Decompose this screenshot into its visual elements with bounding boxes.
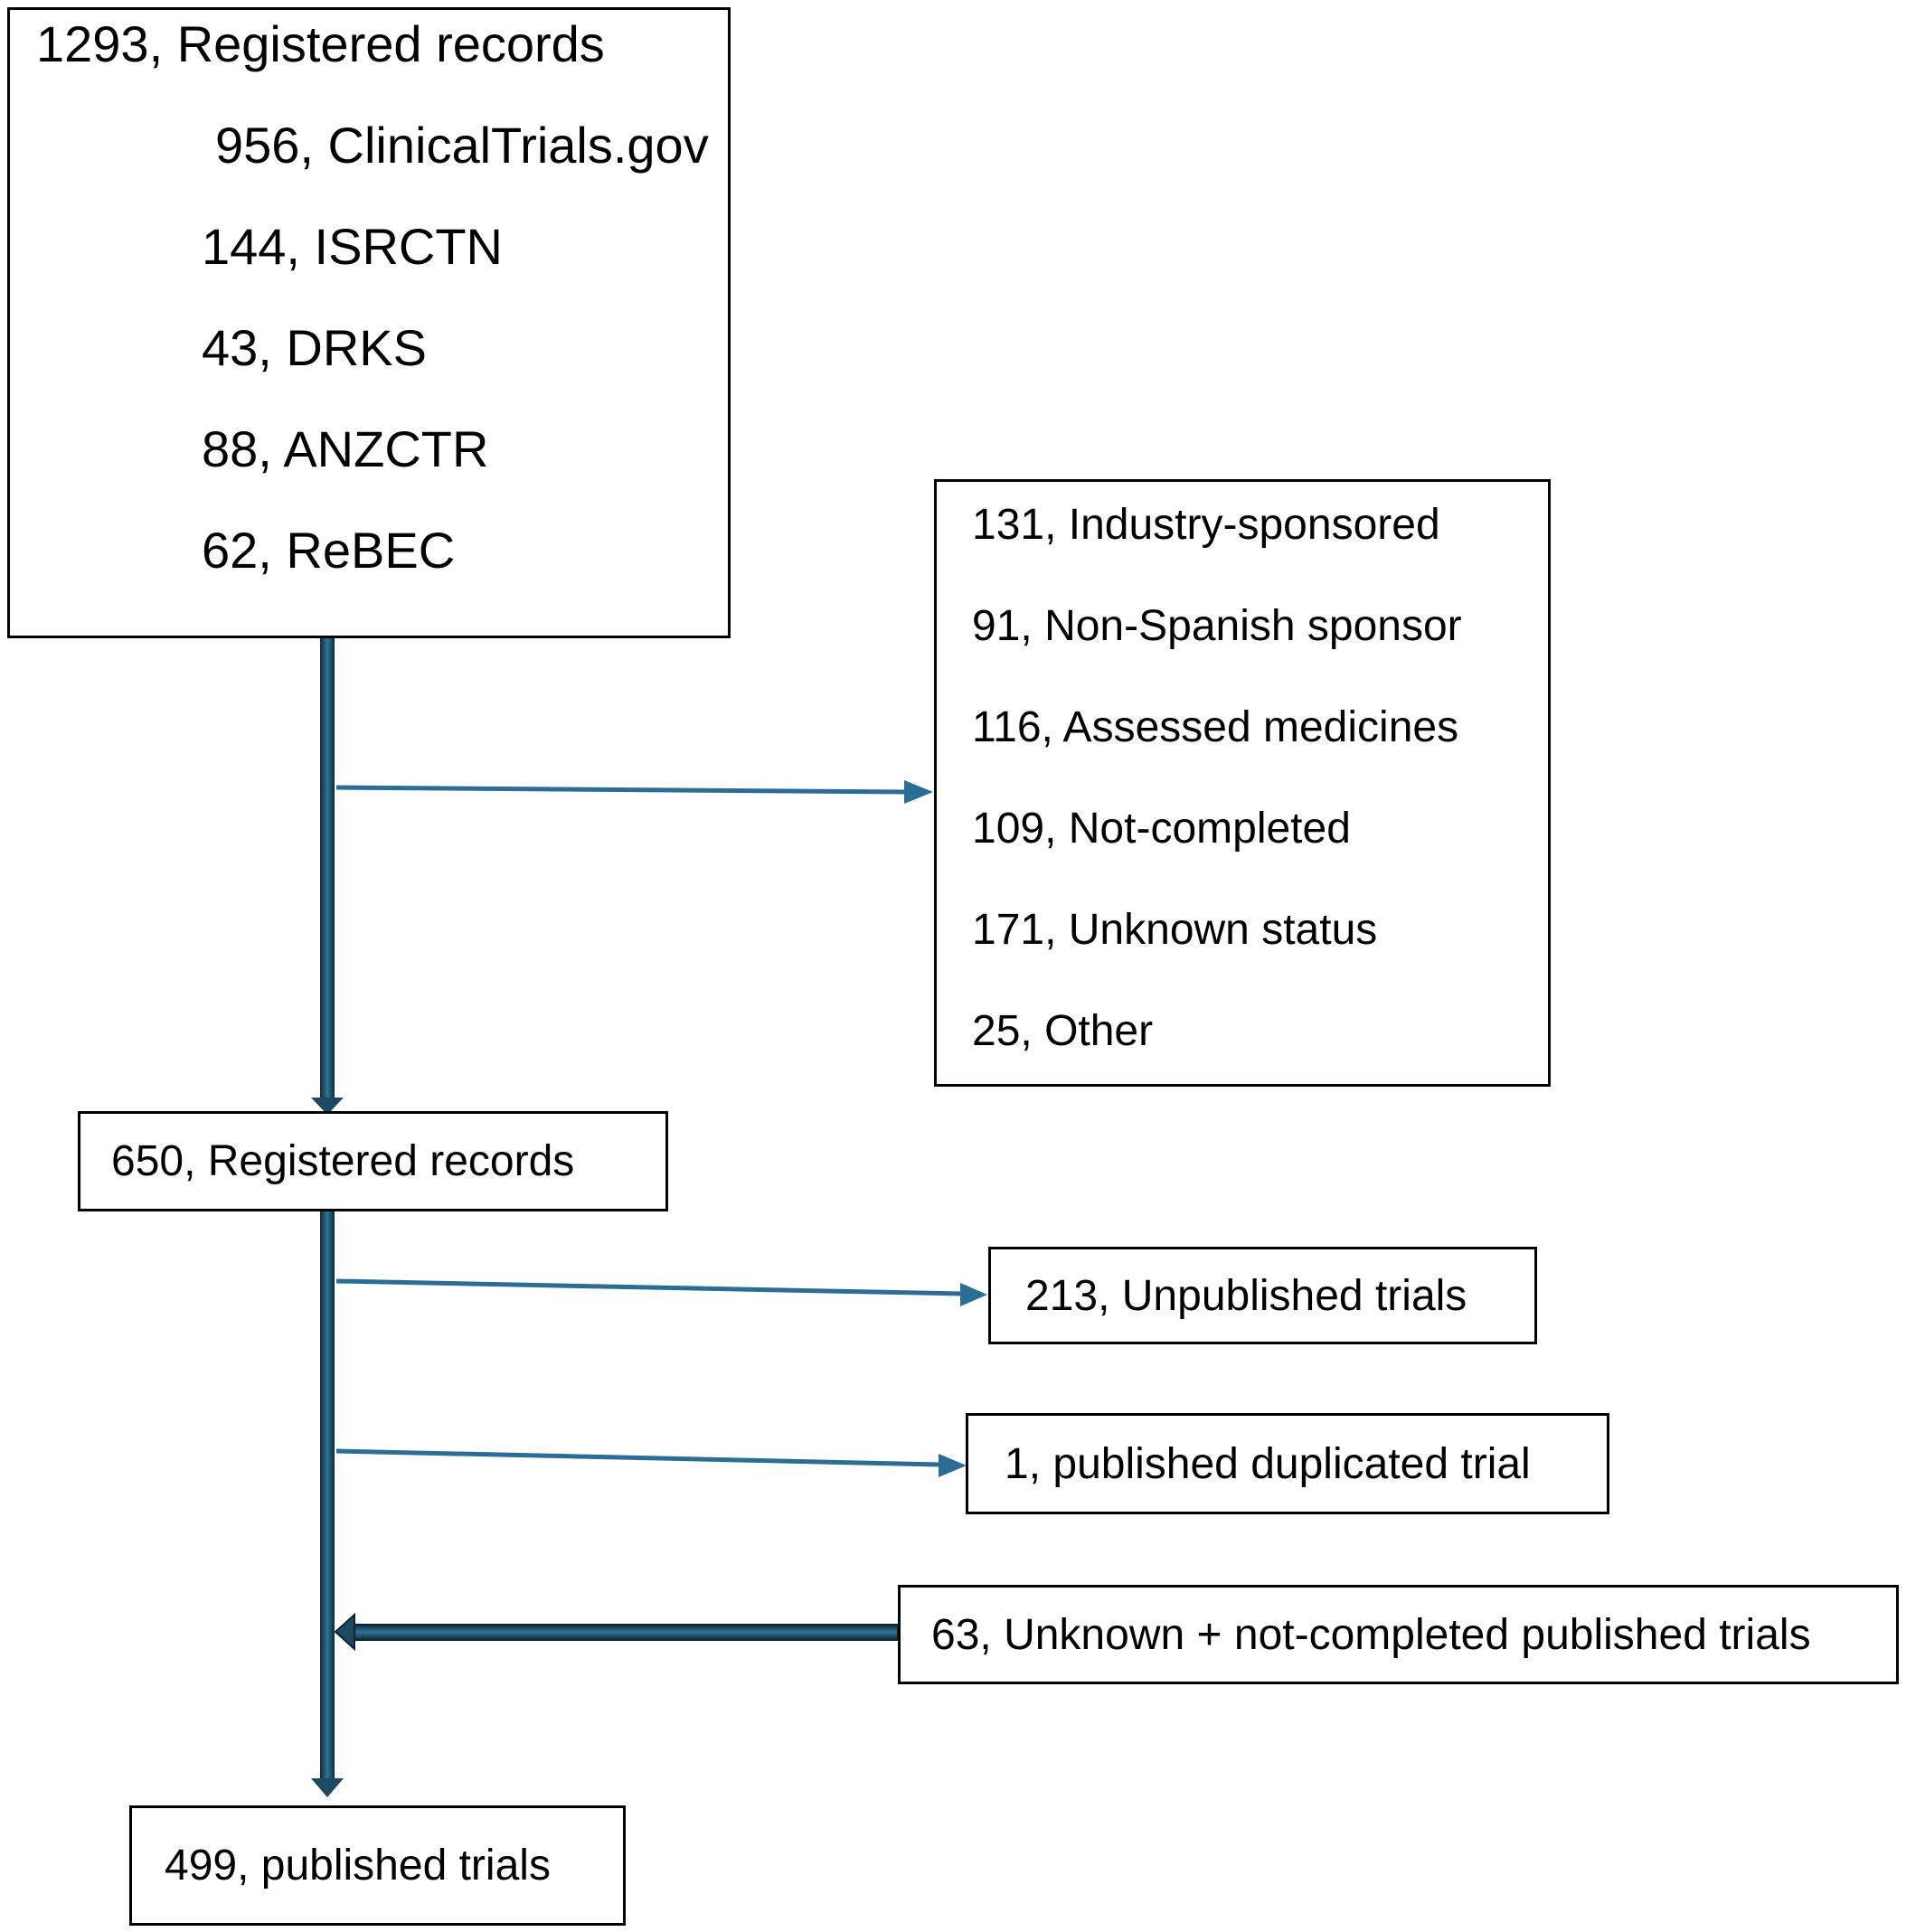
published-499-label: 499, published trials xyxy=(165,1842,551,1890)
exclusion-non-spanish: 91, Non-Spanish sponsor xyxy=(972,602,1462,650)
duplicated-arrow xyxy=(335,1448,967,1477)
registry-drks: 43, DRKS xyxy=(202,319,427,376)
published-499-box: 499, published trials xyxy=(129,1805,626,1926)
registry-anzctr: 88, ANZCTR xyxy=(202,420,489,477)
exclusion-assessed: 116, Assessed medicines xyxy=(972,703,1459,751)
registry-isrctn: 144, ISRCTN xyxy=(202,218,503,275)
exclusion-industry: 131, Industry-sponsored xyxy=(972,501,1440,549)
unpublished-arrow xyxy=(335,1278,987,1306)
unpublished-213-label: 213, Unpublished trials xyxy=(1025,1271,1467,1320)
initial-records-total: 1293, Registered records xyxy=(36,15,605,72)
exclusions-arrow xyxy=(335,780,933,804)
unknown-63-box: 63, Unknown + not-completed published tr… xyxy=(898,1585,1899,1684)
registry-clinicaltrials: 956, ClinicalTrials.gov xyxy=(215,117,709,174)
exclusion-not-completed: 109, Not-completed xyxy=(972,805,1351,853)
registry-rebec: 62, ReBEC xyxy=(202,522,456,579)
unpublished-213-box: 213, Unpublished trials xyxy=(988,1247,1537,1344)
unknown-merge-arrow xyxy=(334,1612,899,1652)
exclusion-unknown: 171, Unknown status xyxy=(972,906,1378,954)
registered-650-box: 650, Registered records xyxy=(78,1111,668,1211)
main-flow-arrow-top xyxy=(311,638,344,1115)
exclusion-other: 25, Other xyxy=(972,1007,1154,1055)
main-flow-arrow-bottom xyxy=(311,1211,344,1797)
initial-records-box: 1293, Registered records 956, ClinicalTr… xyxy=(7,7,731,638)
unknown-63-label: 63, Unknown + not-completed published tr… xyxy=(931,1610,1811,1659)
duplicated-1-box: 1, published duplicated trial xyxy=(966,1413,1609,1514)
registered-650-label: 650, Registered records xyxy=(111,1137,575,1185)
duplicated-1-label: 1, published duplicated trial xyxy=(1005,1439,1531,1488)
exclusions-box: 131, Industry-sponsored 91, Non-Spanish … xyxy=(934,479,1551,1087)
